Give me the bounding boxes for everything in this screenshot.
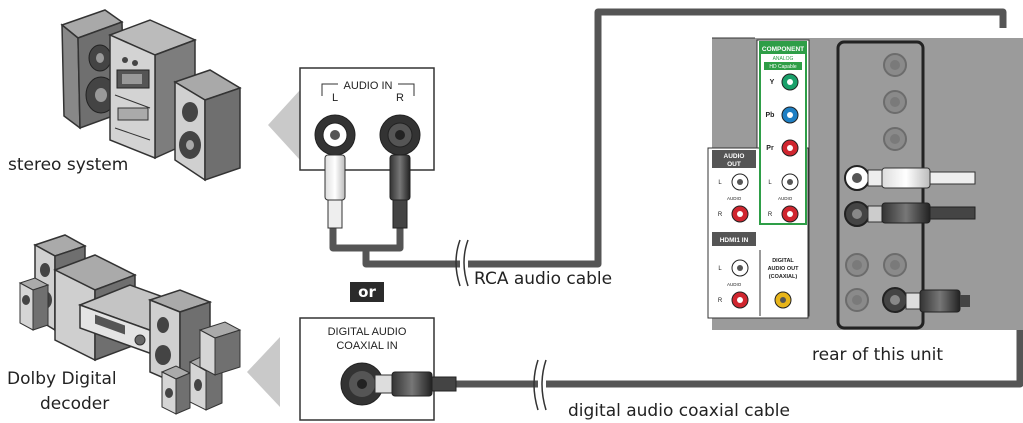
hdmi1-in-label: HDMI1 IN [720, 237, 749, 244]
y-label: Y [770, 79, 775, 86]
audio-in-panel: AUDIO IN L R [299, 67, 435, 171]
coax-plug-icon [374, 371, 457, 397]
tv-rca-plug-white-icon [867, 167, 976, 189]
arrow-to-decoder-icon [247, 337, 280, 407]
or-badge-label: or [358, 283, 376, 301]
stereo-system-label: stereo system [8, 155, 128, 175]
hdmi-audio-small-label: AUDIO [727, 282, 742, 287]
comp-audio-r-label: R [768, 212, 773, 218]
dolby-decoder-system-icon [18, 234, 242, 415]
or-badge [350, 282, 384, 302]
hdmi-audio-l-label: L [718, 266, 722, 272]
tv-rear-panel: COMPONENT ANALOG HD Capable Y Pb Pr L AU… [707, 28, 1023, 330]
arrow-to-stereo-icon [268, 90, 300, 160]
rca-plug-white-icon [324, 154, 346, 229]
hd-capable-label: HD Capable [769, 64, 796, 70]
coax-cable-label: digital audio coaxial cable [568, 401, 790, 421]
comp-audio-l-label: L [768, 180, 772, 186]
tv-coax-plug-icon [905, 289, 970, 313]
rca-plug-black-icon [389, 154, 411, 229]
analog-label: ANALOG [773, 56, 794, 62]
audio-out-small-label: AUDIO [727, 196, 742, 201]
audio-in-title: AUDIO IN [344, 80, 393, 92]
audio-out-l-label: L [718, 180, 722, 186]
rca-cable-break [455, 239, 469, 287]
component-label: COMPONENT [762, 46, 804, 53]
audio-in-left-label: L [332, 92, 338, 104]
stereo-system-icon [60, 9, 242, 182]
dig-out-label-3: (COAXIAL) [769, 274, 798, 280]
rear-unit-label: rear of this unit [812, 345, 943, 365]
pr-label: Pr [766, 145, 774, 152]
dolby-label-line1: Dolby Digital [7, 369, 117, 389]
dolby-label-line2: decoder [40, 394, 109, 414]
hdmi-audio-r-label: R [718, 298, 723, 304]
digital-in-line2: COAXIAL IN [336, 340, 397, 352]
digital-audio-coaxial-in-panel: DIGITAL AUDIO COAXIAL IN [299, 317, 435, 421]
dig-out-label-1: DIGITAL [772, 258, 794, 264]
audio-in-right-label: R [396, 92, 404, 104]
pb-label: Pb [766, 112, 775, 119]
coax-cable-break [533, 359, 547, 411]
audio-out-r-label: R [718, 212, 723, 218]
audio-out-label-1: AUDIO [724, 153, 745, 160]
rca-cable-label: RCA audio cable [474, 269, 612, 289]
component-group [759, 41, 807, 225]
comp-audio-small-label: AUDIO [778, 196, 793, 201]
audio-out-label-2: OUT [727, 161, 741, 168]
tv-rca-plug-black-icon [867, 202, 976, 224]
dig-out-label-2: AUDIO OUT [768, 266, 800, 272]
digital-in-line1: DIGITAL AUDIO [328, 326, 407, 338]
